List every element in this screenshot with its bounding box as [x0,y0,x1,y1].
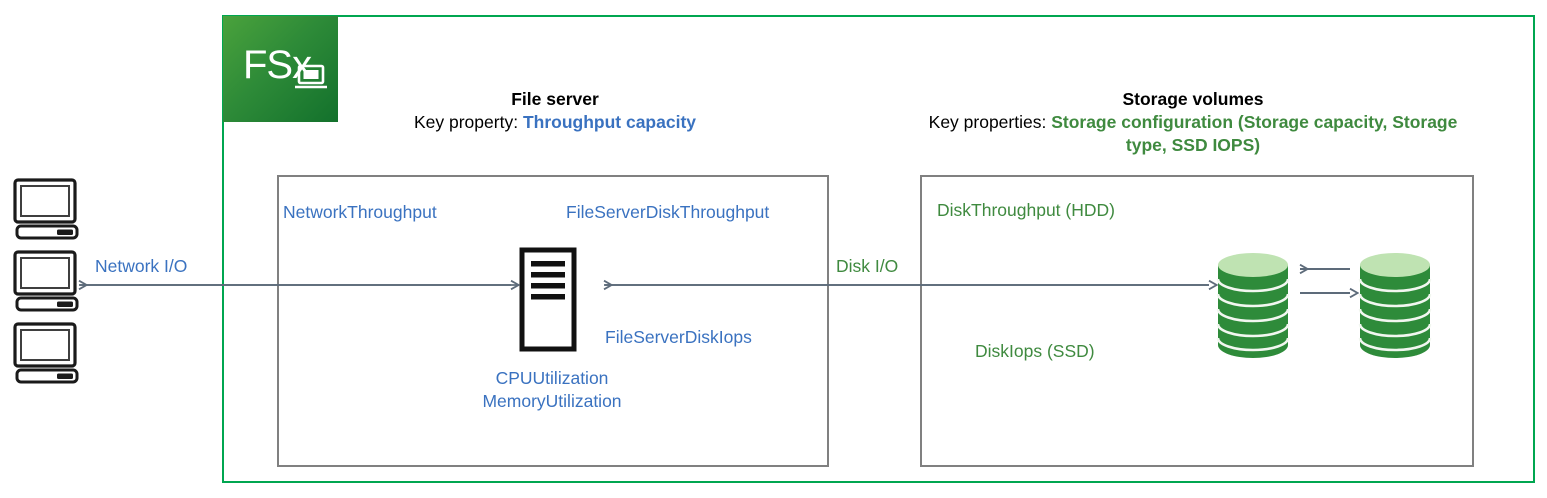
fsx-service-boundary [222,15,1535,483]
metric-file-server-disk-throughput: FileServerDiskThroughput [566,202,770,222]
metric-disk-iops-ssd: DiskIops (SSD) [975,341,1095,361]
metric-disk-throughput-hdd: DiskThroughput (HDD) [937,200,1115,220]
metric-cpu-utilization: CPUUtilization [495,368,609,388]
metric-memory-utilization: MemoryUtilization [482,391,622,412]
file-server-key-property: Key property: Throughput capacity [365,111,745,134]
storage-volumes-title: Storage volumes [1122,89,1264,109]
storage-volume-cylinder [1357,252,1433,363]
storage-volumes-key-prefix: Key properties: [928,112,1052,133]
storage-volumes-panel [920,175,1474,467]
storage-volumes-header: Storage volumes Key properties: Storage … [928,88,1458,157]
file-server-icon [519,247,577,357]
file-server-key-value: Throughput capacity [522,112,696,133]
storage-volume-cylinder [1215,252,1291,363]
client-computer-icon [13,250,81,317]
network-io-label: Network I/O [95,256,188,276]
file-server-title: File server [511,89,599,109]
client-computer-icon [13,322,81,389]
metric-cpu-memory-utilization: CPUUtilization MemoryUtilization [452,367,652,414]
file-server-key-prefix: Key property: [413,112,523,133]
client-computer-icon [13,178,81,245]
metric-network-throughput: NetworkThroughput [283,202,437,222]
storage-volumes-key-value: Storage configuration (Storage capacity,… [1051,112,1458,156]
metric-file-server-disk-iops: FileServerDiskIops [605,327,752,347]
storage-volumes-key-properties: Key properties: Storage configuration (S… [928,111,1458,157]
disk-io-label: Disk I/O [836,256,899,276]
file-server-header: File server Key property: Throughput cap… [365,88,745,134]
fsx-service-logo: FSx [223,16,338,122]
file-server-panel [277,175,829,467]
